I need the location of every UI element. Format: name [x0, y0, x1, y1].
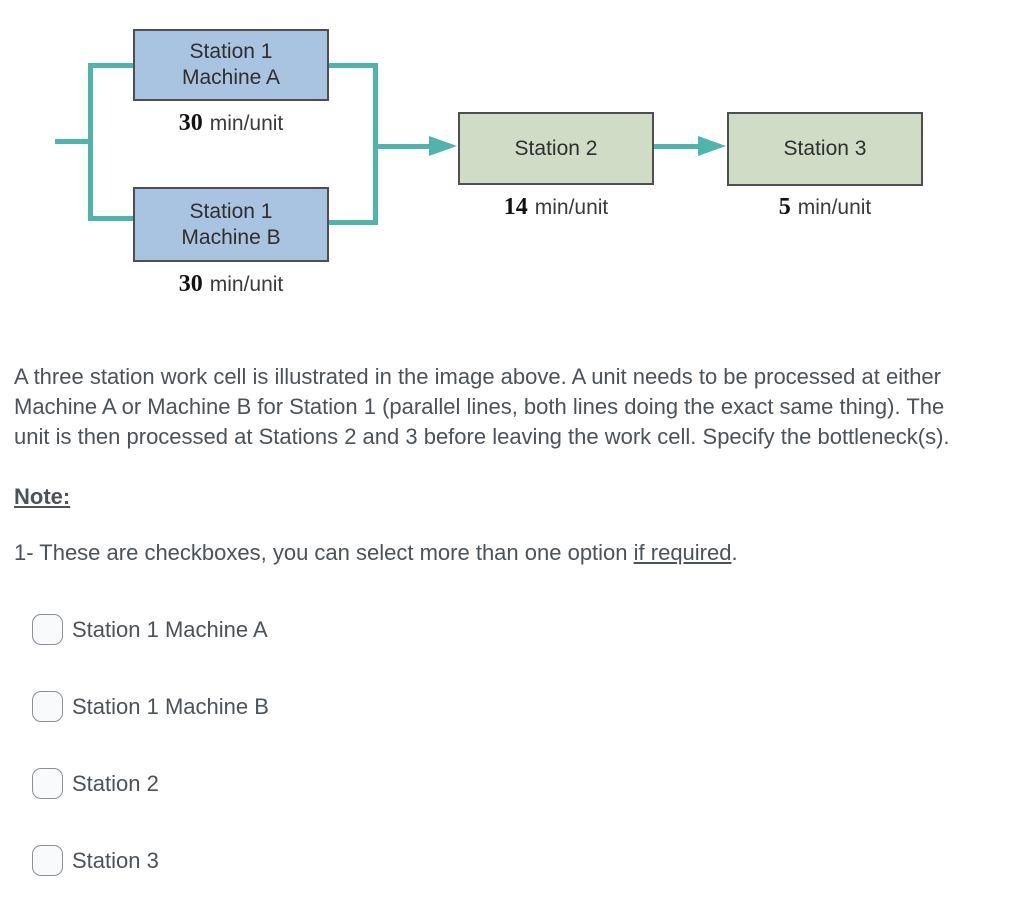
option-label: Station 2 [72, 770, 159, 796]
station1-machine-a-box: Station 1 Machine A [133, 29, 329, 101]
station1-machine-a-label-line1: Station 1 [189, 40, 273, 63]
rate-unit: min/unit [797, 196, 872, 219]
station3-rate: 5 min/unit [727, 194, 923, 221]
station1-machine-b-rate: 30 min/unit [133, 271, 329, 298]
option-label: Station 1 Machine A [72, 616, 268, 642]
note-item-text: 1- These are checkboxes, you can select … [14, 540, 634, 565]
station3-label: Station 3 [783, 137, 867, 160]
note-heading: Note: [14, 484, 71, 509]
rate-unit: min/unit [534, 196, 609, 219]
rate-value: 14 [503, 194, 528, 220]
answer-options-list: Station 1 Machine A Station 1 Machine B … [14, 614, 1024, 876]
checkbox-station1-machine-a[interactable] [32, 614, 63, 645]
option-row-station3[interactable]: Station 3 [32, 845, 1024, 876]
station2-box: Station 2 [458, 112, 654, 185]
rate-unit: min/unit [209, 273, 284, 296]
entry-connector-line [55, 139, 92, 144]
note-item-underlined-text: if required [633, 540, 732, 565]
rate-unit: min/unit [209, 112, 284, 135]
station2-label: Station 2 [514, 136, 598, 160]
checkbox-station1-machine-b[interactable] [32, 691, 63, 722]
bottom-left-connector-line [88, 216, 133, 221]
option-row-station1-machine-b[interactable]: Station 1 Machine B [32, 691, 1024, 722]
arrow-line-to-station3 [653, 144, 701, 149]
arrow-head-icon [698, 136, 726, 156]
checkbox-station3[interactable] [32, 845, 63, 876]
station1-machine-b-label-line2: Machine B [181, 225, 281, 249]
bottom-right-connector-line [329, 220, 378, 225]
top-left-connector-line [88, 63, 133, 68]
station1-machine-a-rate: 30 min/unit [133, 110, 329, 137]
right-merge-rail-line [373, 63, 378, 225]
option-label: Station 1 Machine B [72, 693, 269, 719]
question-text: A three station work cell is illustrated… [14, 364, 950, 449]
rate-value: 30 [178, 271, 203, 297]
note-item-1: 1- These are checkboxes, you can select … [14, 538, 1024, 568]
station1-machine-b-label-line1: Station 1 [189, 199, 273, 223]
top-right-connector-line [329, 63, 378, 68]
left-split-rail-line [88, 63, 93, 221]
station2-rate: 14 min/unit [458, 194, 654, 221]
rate-value: 5 [778, 194, 791, 220]
note-item-period: . [731, 540, 738, 565]
work-cell-diagram: Station 1 Machine A Station 1 Machine B … [0, 0, 1024, 340]
rate-value: 30 [178, 110, 203, 136]
station1-machine-b-box: Station 1 Machine B [133, 187, 329, 262]
arrow-line-to-station2 [376, 144, 432, 149]
option-row-station1-machine-a[interactable]: Station 1 Machine A [32, 614, 1024, 645]
station1-machine-a-label-line2: Machine A [181, 66, 281, 89]
arrow-head-icon [429, 136, 457, 156]
checkbox-station2[interactable] [32, 768, 63, 799]
option-label: Station 3 [72, 847, 159, 873]
option-row-station2[interactable]: Station 2 [32, 768, 1024, 799]
station3-box: Station 3 [727, 112, 923, 186]
